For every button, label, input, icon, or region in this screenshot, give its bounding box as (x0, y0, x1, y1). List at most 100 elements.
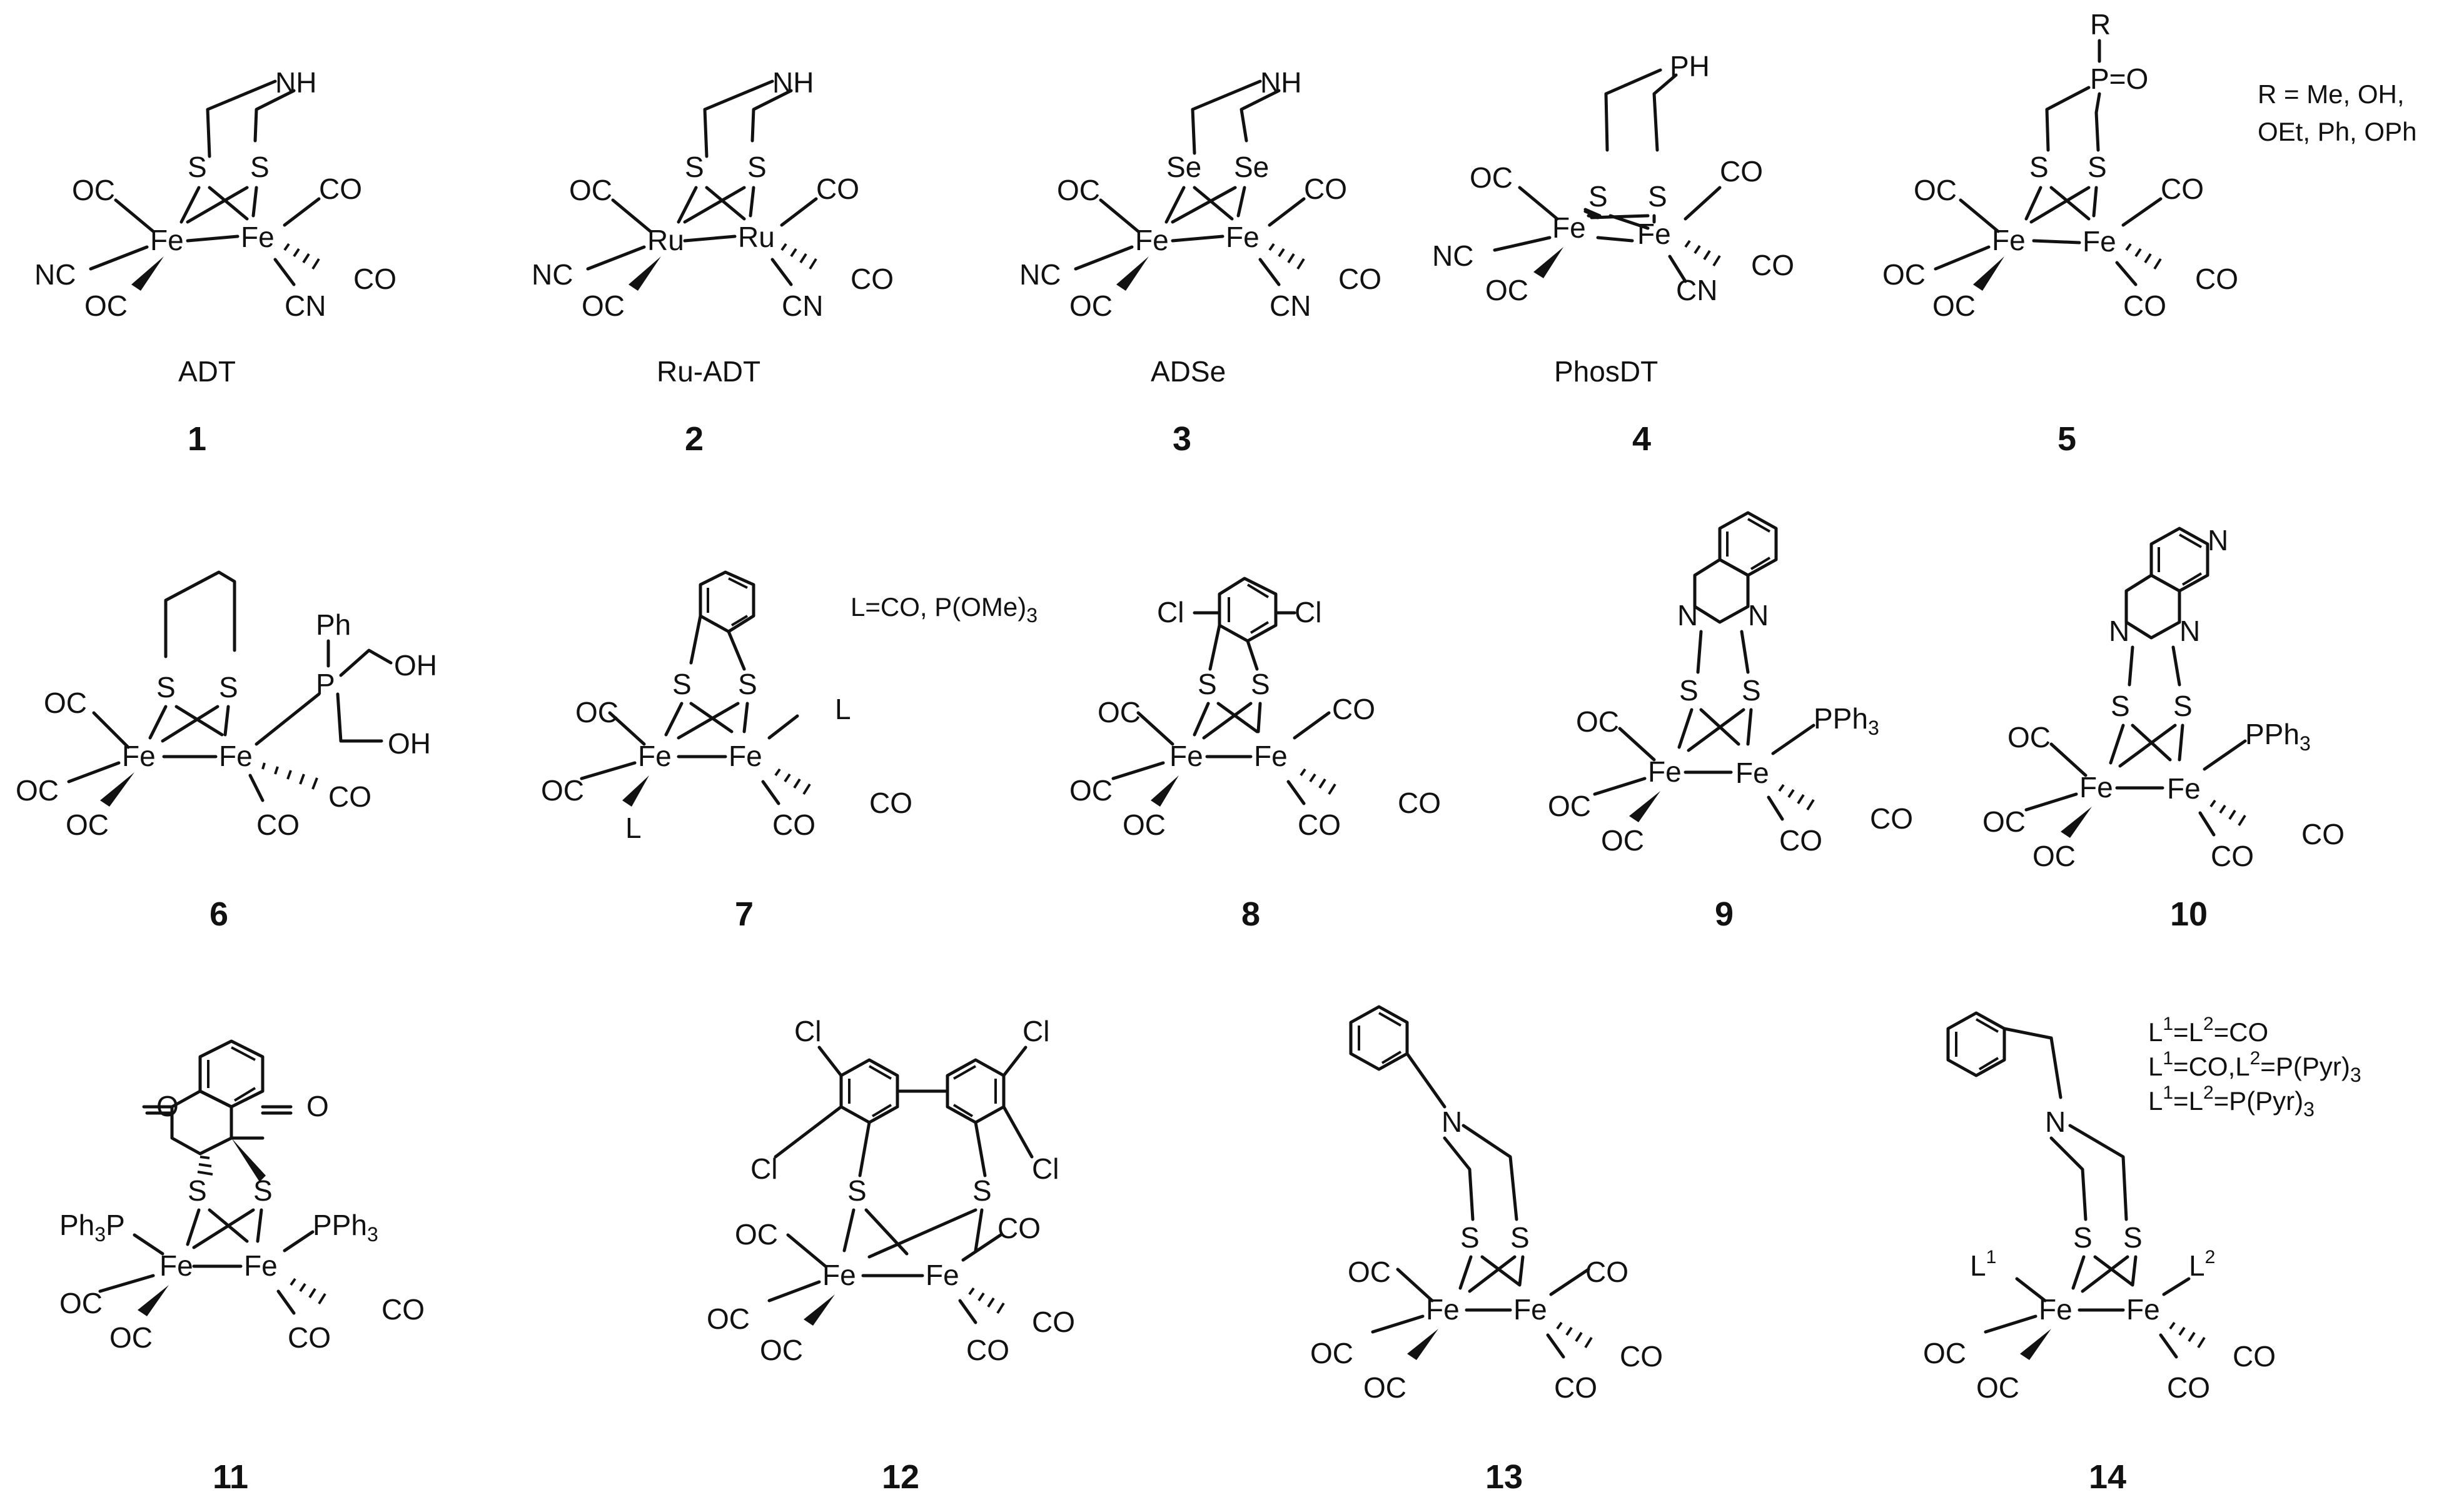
selenium-left-label: Se (1166, 151, 1201, 183)
ligand-oc-left: OC (1923, 1337, 1966, 1369)
ligand-co-top: CO (1720, 155, 1763, 188)
nh-bridge-label: NH (772, 66, 814, 99)
compound-number: 7 (735, 895, 754, 933)
compound-6: S S Fe Fe P Ph OH OH OC OC OC CO CO 6 (16, 570, 437, 933)
sulfur-right-label: S (1510, 1221, 1530, 1254)
ligand-co-right: CO (2233, 1340, 2276, 1373)
ligand-oc-top: OC (1057, 174, 1100, 206)
l-definition-note: L=CO, P(OMe)3 (851, 592, 1038, 627)
compound-number: 11 (213, 1458, 248, 1496)
compound-number: 9 (1715, 895, 1734, 933)
compound-number: 10 (2170, 895, 2208, 933)
r-definition-line-1: R = Me, OH, (2258, 79, 2405, 109)
compound-7: S S Fe Fe OC OC L L CO CO L=CO, P(OMe)3 … (541, 570, 1038, 933)
ligand-oc-bottom: OC (1601, 824, 1644, 857)
metal-right-label: Fe (1254, 740, 1288, 772)
metal-right-label: Fe (1735, 757, 1769, 789)
ligand-l1-label: L1 (1970, 1247, 1996, 1282)
sulfur-right-label: S (972, 1174, 992, 1207)
carbonyl-oxygen-right: O (306, 1090, 329, 1122)
ligand-co-right: CO (1338, 263, 1381, 295)
ligand-co-right: CO (1751, 249, 1794, 281)
ligand-nc: NC (1432, 239, 1473, 272)
compound-number: 6 (210, 895, 228, 933)
ligand-oc-left: OC (1310, 1337, 1353, 1369)
sulfur-right-label: S (1251, 668, 1270, 700)
ligand-oc-bottom: OC (1363, 1371, 1406, 1404)
compound-5: R P=O S S Fe Fe OC OC OC CO CO CO R = Me… (1882, 8, 2416, 458)
ring-nitrogen-left: N (1677, 599, 1698, 632)
ligand-co-bottom: CO (772, 809, 815, 841)
ligand-oc-bottom: OC (1123, 809, 1166, 841)
triphenylphosphine-right-label: PPh3 (313, 1209, 378, 1246)
ring-nitrogen-right: N (1748, 599, 1769, 632)
ligand-co-top: CO (1332, 693, 1375, 725)
ring-nitrogen-right: N (2179, 615, 2200, 647)
ligand-definition-line-3: L1=L2=P(Pyr)3 (2148, 1082, 2315, 1121)
metal-right-label: Fe (729, 740, 762, 772)
ligand-oc-left: OC (541, 774, 584, 807)
ligand-co-bottom: CO (288, 1321, 331, 1354)
compound-1: NH S S Fe Fe OC NC OC CO CO CN ADT 1 (34, 66, 396, 458)
compound-number: 12 (882, 1458, 919, 1496)
metal-right-label: Fe (1513, 1293, 1547, 1326)
metal-left-label: Fe (1135, 224, 1169, 256)
ligand-oc-top: OC (575, 696, 619, 728)
ligand-oc-top: OC (735, 1218, 778, 1251)
ligand-co-top: CO (1304, 173, 1347, 205)
chlorine-top-right: Cl (1022, 1015, 1049, 1047)
ligand-cn: CN (285, 290, 326, 322)
pyridine-nitrogen-label: N (2208, 524, 2228, 557)
compound-14: N S S Fe Fe L1 L2 OC OC CO CO L1=L2=CO L… (1923, 1011, 2361, 1496)
compound-8: Cl Cl S S Fe Fe OC OC OC CO CO CO 8 (1069, 577, 1441, 933)
ligand-oc-left: OC (1548, 790, 1591, 822)
p-oxide-label: P=O (2090, 63, 2148, 95)
metal-left-label: Fe (1169, 740, 1203, 772)
ligand-oc-top: OC (1470, 161, 1513, 194)
sulfur-right-label: S (1742, 674, 1761, 707)
chlorine-bottom-left: Cl (750, 1152, 777, 1185)
ligand-cn: CN (1270, 290, 1311, 322)
phosphorus-label: P (316, 668, 335, 700)
metal-right-label: Fe (1226, 221, 1260, 253)
compound-11: O O S S Fe Fe Ph3P PPh3 OC OC CO CO 11 (59, 1039, 425, 1496)
ligand-co-bottom: CO (1298, 809, 1341, 841)
metal-right-label: Fe (926, 1259, 959, 1291)
sulfur-left-label: S (188, 151, 207, 183)
ligand-oc-left: OC (707, 1303, 750, 1335)
ligand-nc: NC (34, 258, 76, 291)
ligand-oc-left: OC (1069, 774, 1113, 807)
sulfur-right-label: S (747, 151, 767, 183)
compound-4: PH S S Fe Fe OC NC OC CO CO CN PhosDT 4 (1432, 50, 1794, 458)
ligand-co-bottom: CO (2123, 290, 2166, 322)
compound-number: 8 (1241, 895, 1260, 933)
chlorine-left-label: Cl (1157, 596, 1184, 628)
sulfur-left-label: S (156, 671, 176, 703)
ligand-oc-top: OC (1098, 696, 1141, 728)
ligand-co-bottom: CO (256, 809, 300, 841)
sulfur-left-label: S (1198, 668, 1217, 700)
ligand-co-right: CO (353, 263, 396, 295)
sulfur-left-label: S (188, 1174, 207, 1207)
compound-number: 14 (2089, 1458, 2126, 1496)
compound-number: 3 (1173, 420, 1191, 458)
compound-12: Cl Cl Cl Cl S S Fe Fe OC OC OC CO CO CO … (707, 1015, 1075, 1496)
ligand-co-top: CO (997, 1212, 1041, 1244)
nh-bridge-label: NH (275, 66, 316, 99)
ligand-oc-top: OC (72, 174, 115, 206)
ligand-co-right: CO (851, 263, 894, 295)
compound-10: N N N S S Fe Fe PPh3 OC OC OC CO CO 10 (1982, 524, 2345, 933)
sulfur-right-label: S (2123, 1221, 2143, 1254)
ligand-nc: NC (1019, 258, 1061, 291)
ligand-oc-bottom: OC (760, 1334, 803, 1366)
ligand-l-right: L (835, 693, 851, 725)
sulfur-left-label: S (2073, 1221, 2093, 1254)
compound-caption: ADT (178, 355, 236, 388)
ligand-co-bottom: CO (1779, 824, 1822, 857)
sulfur-right-label: S (738, 668, 757, 700)
nh-bridge-label: NH (1260, 66, 1301, 99)
ligand-nc: NC (532, 258, 573, 291)
r-substituent-label: R (2090, 8, 2111, 41)
ligand-oc-bottom: OC (2032, 840, 2076, 872)
